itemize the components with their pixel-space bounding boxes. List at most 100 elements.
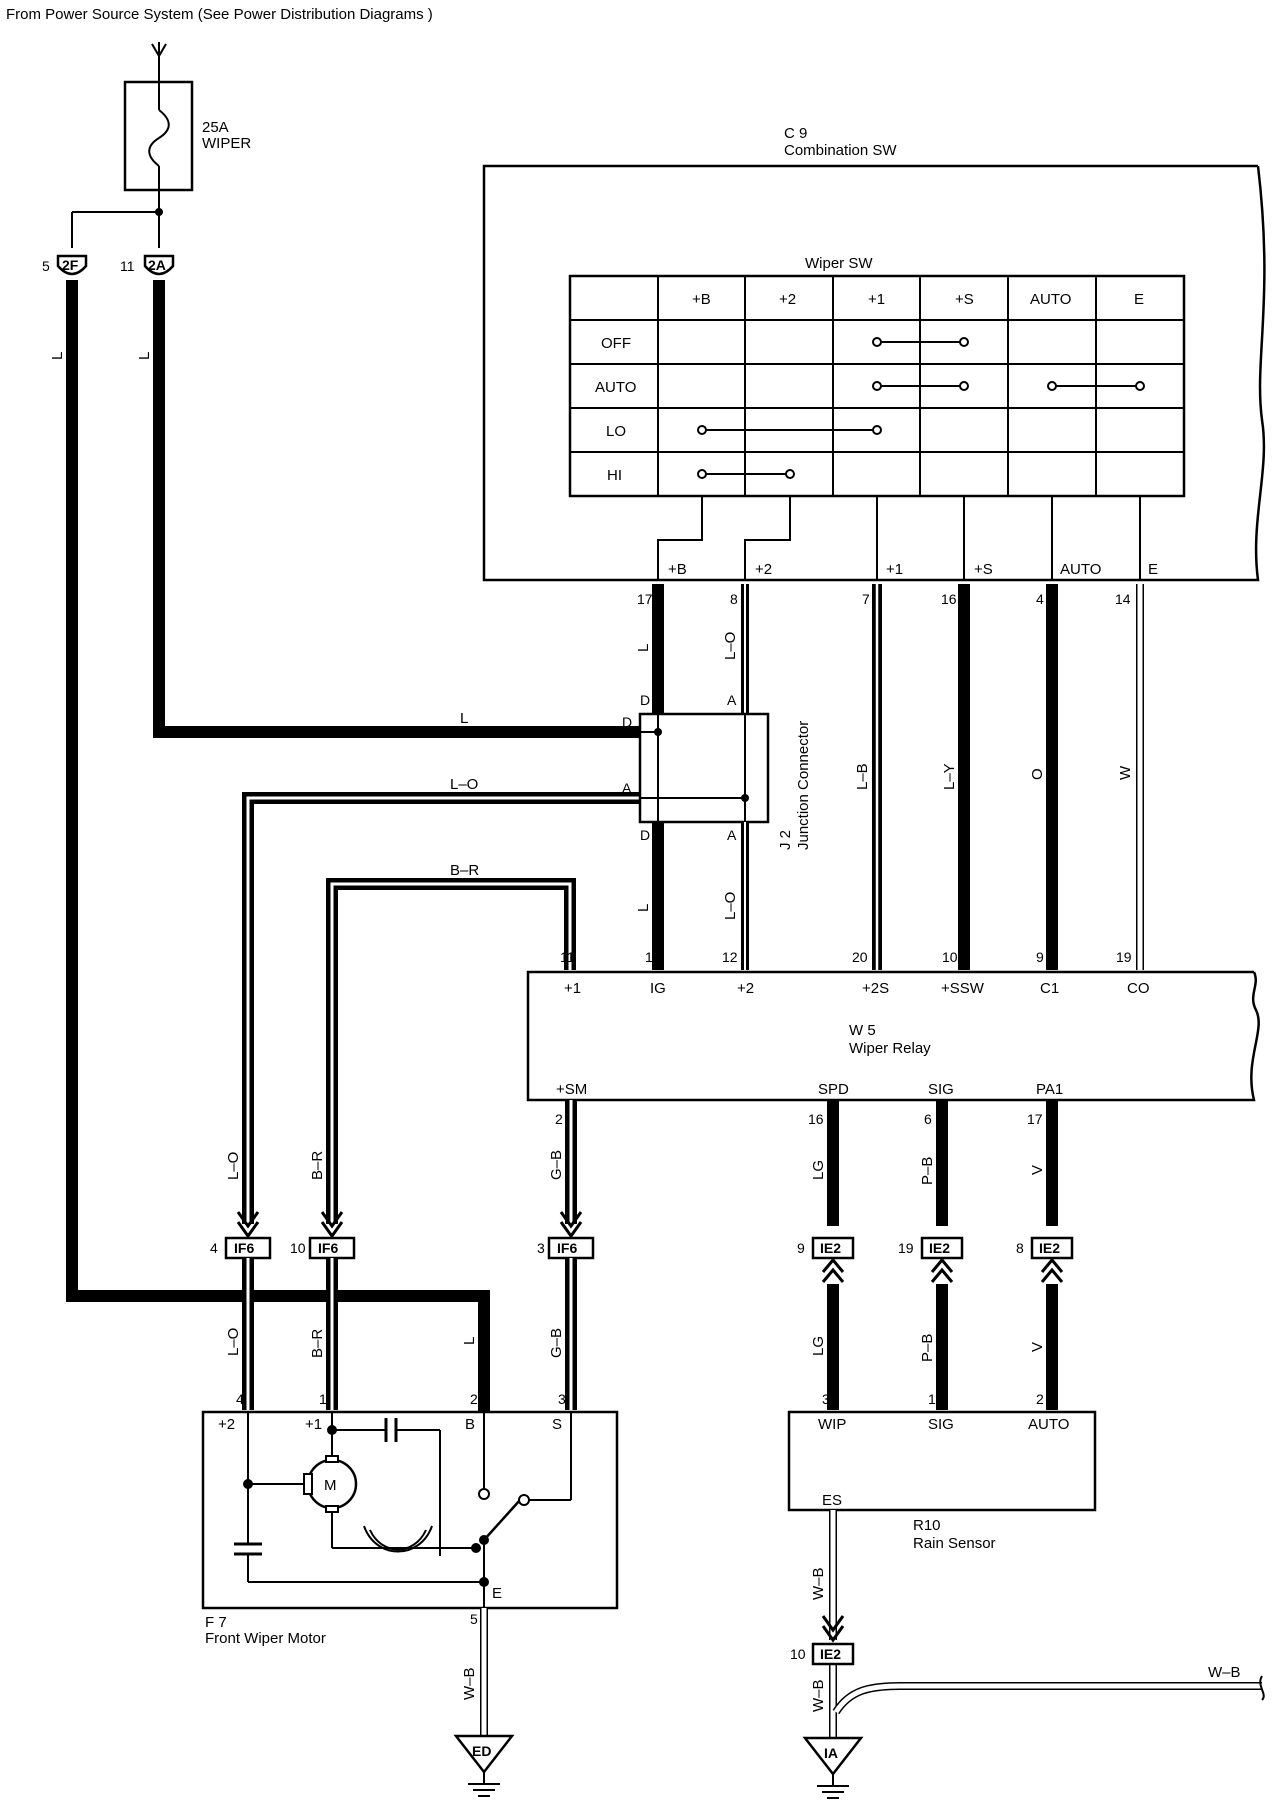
wiper-sw-title: Wiper SW bbox=[805, 255, 873, 272]
ground-ia bbox=[802, 1736, 864, 1799]
relay-pin-1: 1 bbox=[645, 949, 653, 965]
wire-motor-ground-label: W–B bbox=[461, 1667, 478, 1700]
combo-term-b: +B bbox=[668, 561, 687, 578]
wire-L-mid-label: L bbox=[136, 352, 153, 360]
wire-BR-horiz-label: B–R bbox=[450, 862, 479, 879]
wire-L-horiz-label: L bbox=[460, 710, 468, 727]
j2-pin-a-left: A bbox=[622, 780, 632, 796]
relay-term-ssw: +SSW bbox=[941, 980, 985, 997]
ie2-rain-pin: 10 bbox=[790, 1646, 806, 1662]
if6-pin-4: 4 bbox=[210, 1240, 218, 1256]
j2-pin-a-bottom: A bbox=[727, 827, 737, 843]
wire-ie2-wip-label: LG bbox=[810, 1336, 827, 1356]
relay-pin-12: 12 bbox=[722, 949, 738, 965]
combo-pin-14: 14 bbox=[1115, 591, 1131, 607]
wiper-row-hi: HI bbox=[607, 467, 622, 484]
wire-pa1-label: V bbox=[1029, 1165, 1046, 1175]
motor-term-2: +2 bbox=[218, 1416, 235, 1433]
ie2-pin-9: 9 bbox=[797, 1240, 805, 1256]
combo-term-1: +1 bbox=[886, 561, 903, 578]
combo-term-2: +2 bbox=[755, 561, 772, 578]
wire-combo-b-label: L bbox=[635, 644, 652, 652]
motor-pin-3: 3 bbox=[558, 1391, 566, 1407]
wiper-col-b: +B bbox=[692, 291, 711, 308]
wire-combo-e-label: W bbox=[1117, 765, 1134, 780]
wire-L-left bbox=[66, 280, 490, 1412]
relay-term-sm: +SM bbox=[556, 1081, 587, 1098]
wire-rain-ground-label: W–B bbox=[810, 1567, 827, 1600]
motor-m-label: M bbox=[324, 1477, 337, 1494]
motor-name: Front Wiper Motor bbox=[205, 1630, 326, 1647]
if6-pin-10: 10 bbox=[290, 1240, 306, 1256]
ie2-rain bbox=[811, 1642, 855, 1666]
wire-L-mid bbox=[153, 280, 658, 738]
combo-pin-4: 4 bbox=[1036, 591, 1044, 607]
wire-ie2-auto-label: V bbox=[1029, 1342, 1046, 1352]
if6-pin-3: 3 bbox=[537, 1240, 545, 1256]
motor-pin-5: 5 bbox=[470, 1611, 478, 1627]
wire-if6-gb-label: G–B bbox=[548, 1328, 565, 1358]
wiper-col-auto: AUTO bbox=[1030, 291, 1071, 308]
rain-pin-2: 2 bbox=[1036, 1391, 1044, 1407]
relay-pin-6: 6 bbox=[924, 1111, 932, 1127]
relay-pin-10: 10 bbox=[942, 949, 958, 965]
wiper-relay-box bbox=[526, 970, 1260, 1102]
wiper-col-1: +1 bbox=[868, 291, 885, 308]
ie2-connectors bbox=[811, 1236, 1074, 1283]
wire-combo-auto-label: O bbox=[1029, 768, 1046, 780]
j2-code: J 2 bbox=[777, 830, 794, 850]
motor-pin-2: 2 bbox=[470, 1391, 478, 1407]
combo-pin-7: 7 bbox=[862, 591, 870, 607]
if6-id-b: IF6 bbox=[318, 1240, 338, 1256]
rain-term-sig: SIG bbox=[928, 1416, 954, 1433]
motor-term-e: E bbox=[492, 1585, 502, 1602]
wire-LO-up-label: L–O bbox=[225, 1152, 242, 1180]
j2-pin-d-left: D bbox=[622, 714, 632, 730]
relay-term-1: +1 bbox=[564, 980, 581, 997]
motor-term-b: B bbox=[465, 1416, 475, 1433]
relay-term-2s: +2S bbox=[862, 980, 889, 997]
power-source-label: From Power Source System (See Power Dist… bbox=[6, 6, 433, 23]
wire-spd-label: LG bbox=[810, 1160, 827, 1180]
wire-sig-label: P–B bbox=[919, 1157, 936, 1185]
source-split bbox=[71, 208, 163, 248]
combo-term-e: E bbox=[1148, 561, 1158, 578]
relay-pin-16b: 16 bbox=[808, 1111, 824, 1127]
wire-ie2-sig-label: P–B bbox=[919, 1334, 936, 1362]
wire-combo-2-label: L–O bbox=[722, 632, 739, 660]
combination-sw-box bbox=[482, 164, 1266, 582]
junction-2A-id: 2A bbox=[148, 257, 166, 273]
ground-ia-label: IA bbox=[824, 1745, 838, 1761]
j2-pin-d-top: D bbox=[640, 692, 650, 708]
wire-sm-label: G–B bbox=[548, 1150, 565, 1180]
combo-term-s: +S bbox=[974, 561, 993, 578]
wire-if6-br-label: B–R bbox=[309, 1329, 326, 1358]
junction-2F-id: 2F bbox=[62, 257, 79, 273]
ie2-id-b: IE2 bbox=[929, 1240, 950, 1256]
if6-id-a: IF6 bbox=[234, 1240, 254, 1256]
relay-name: Wiper Relay bbox=[849, 1040, 931, 1057]
wire-LO-horiz-label: L–O bbox=[450, 776, 478, 793]
motor-code: F 7 bbox=[205, 1614, 227, 1631]
junction-2F-pin: 5 bbox=[42, 258, 50, 274]
combo-pin-8: 8 bbox=[730, 591, 738, 607]
wire-LO bbox=[242, 792, 658, 1224]
j2-junction-connector bbox=[638, 712, 770, 824]
junction-2A-pin: 11 bbox=[120, 258, 135, 274]
relay-pin-2: 2 bbox=[555, 1111, 563, 1127]
wiper-row-lo: LO bbox=[606, 423, 626, 440]
rain-sensor-code: R10 bbox=[913, 1517, 941, 1534]
wire-motor-b-label: L bbox=[461, 1337, 478, 1345]
wiper-col-s: +S bbox=[955, 291, 974, 308]
relay-pin-20: 20 bbox=[852, 949, 868, 965]
ie2-pin-8: 8 bbox=[1016, 1240, 1024, 1256]
ie2-id-a: IE2 bbox=[820, 1240, 841, 1256]
motor-term-1: +1 bbox=[305, 1416, 322, 1433]
relay-term-pa1: PA1 bbox=[1036, 1081, 1063, 1098]
wire-j2-ig-label: L bbox=[635, 904, 652, 912]
wire-BR-up-label: B–R bbox=[309, 1151, 326, 1180]
ground-ed-label: ED bbox=[472, 1743, 491, 1759]
junction-2F bbox=[56, 254, 88, 276]
motor-internal-circuit bbox=[234, 1412, 572, 1608]
wire-BR bbox=[326, 878, 576, 1224]
